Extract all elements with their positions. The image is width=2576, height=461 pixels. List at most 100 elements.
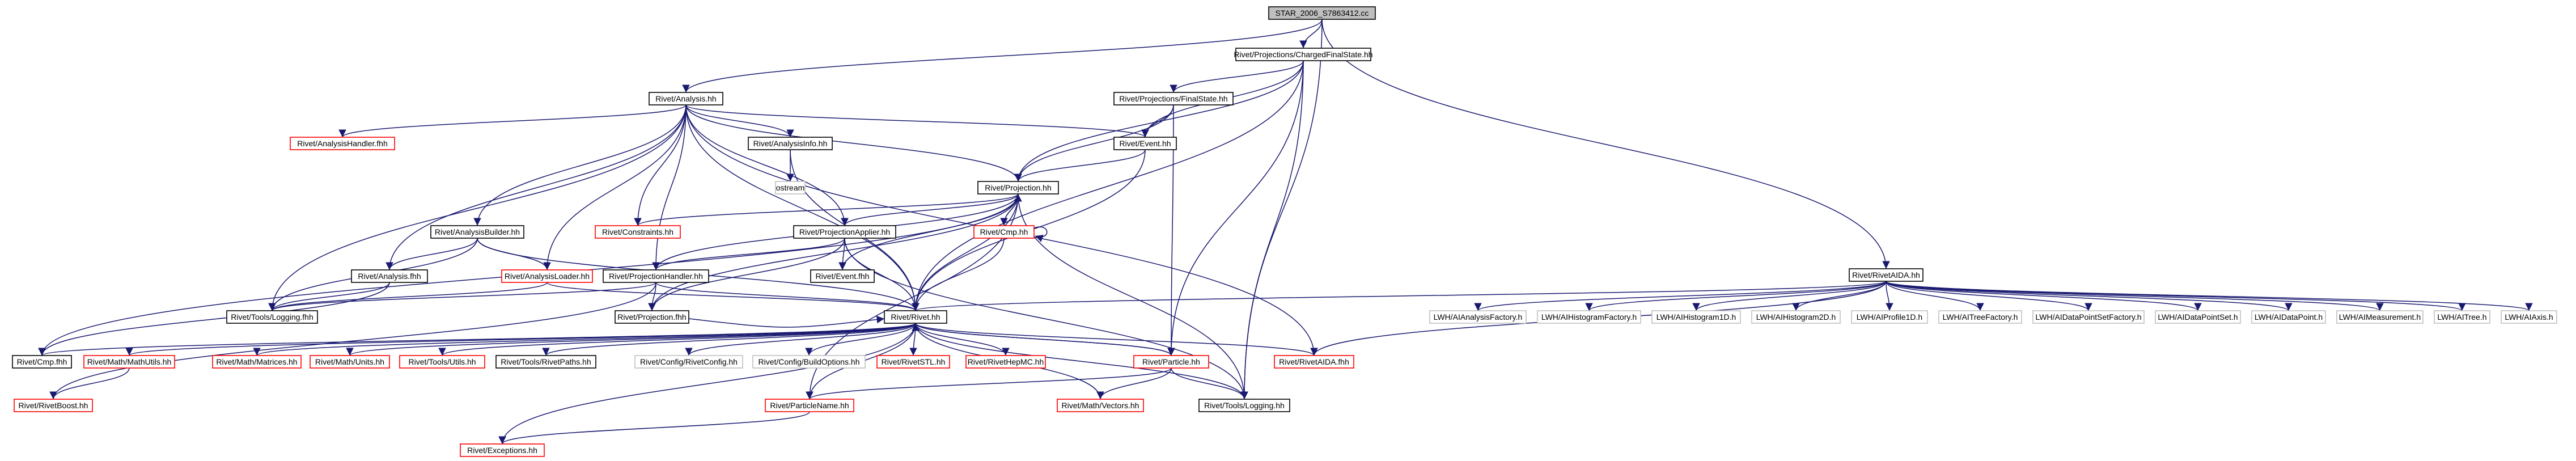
node-box <box>748 137 833 150</box>
node-box <box>765 399 854 412</box>
node-label: Rivet/Projection.fhh <box>617 312 686 322</box>
node-afhh[interactable]: Rivet/Analysis.fhh <box>351 269 428 283</box>
edge-phandler-to-rivet <box>655 282 920 311</box>
node-box <box>12 355 72 369</box>
node-ainfo[interactable]: Rivet/AnalysisInfo.hh <box>748 137 833 150</box>
edge-aida-to-lwh7 <box>1886 281 2092 311</box>
node-ahandler[interactable]: Rivet/AnalysisHandler.fhh <box>290 137 395 150</box>
edge-aida-to-lwh9 <box>1886 281 2293 311</box>
node-eventfhh[interactable]: Rivet/Event.fhh <box>810 269 875 283</box>
edge-analysis-to-ahandler <box>338 104 687 138</box>
node-box <box>2501 310 2557 324</box>
node-units[interactable]: Rivet/Math/Units.hh <box>310 355 390 369</box>
node-aloader[interactable]: Rivet/AnalysisLoader.hh <box>501 269 593 283</box>
node-label: Rivet/Constraints.hh <box>602 227 673 236</box>
node-box <box>1198 399 1290 412</box>
node-mathutils[interactable]: Rivet/Math/MathUtils.hh <box>83 355 175 369</box>
node-label: Rivet/AnalysisHandler.fhh <box>297 139 388 148</box>
edge-fs-to-event <box>1141 104 1174 138</box>
node-analysis[interactable]: Rivet/Analysis.hh <box>649 92 723 105</box>
edge-pname-to-exceptions <box>498 411 810 445</box>
node-tlogging[interactable]: Rivet/Tools/Logging.hh <box>1198 399 1290 412</box>
node-cmphh[interactable]: Rivet/Cmp.hh <box>973 225 1035 239</box>
node-label: LWH/AIHistogram2D.h <box>1756 312 1836 322</box>
edge-phandler-to-boost <box>49 282 656 400</box>
node-cfs[interactable]: Rivet/Projections/ChargedFinalState.hh <box>1234 48 1373 61</box>
node-box <box>615 310 689 324</box>
node-boost[interactable]: Rivet/RivetBoost.hh <box>14 399 93 412</box>
node-label: LWH/AIAnalysisFactory.h <box>1434 312 1523 322</box>
node-label: Rivet/RivetAIDA.hh <box>1852 270 1920 280</box>
node-label: Rivet/Math/MathUtils.hh <box>87 357 172 366</box>
node-box <box>2251 310 2326 324</box>
node-pname[interactable]: Rivet/ParticleName.hh <box>765 399 854 412</box>
node-box <box>884 310 947 324</box>
node-label: Rivet/Cmp.fhh <box>17 357 67 366</box>
edge-analysis-to-ainfo <box>685 104 794 138</box>
node-paths[interactable]: Rivet/Tools/RivetPaths.hh <box>495 355 596 369</box>
node-papplier[interactable]: Rivet/ProjectionApplier.hh <box>793 225 896 239</box>
edge-aida-to-lwh11 <box>1886 281 2466 311</box>
node-label: Rivet/RivetSTL.hh <box>882 357 946 366</box>
node-aidafhh[interactable]: Rivet/RivetAIDA.fhh <box>1274 355 1354 369</box>
edge-aloader-to-tlogfhh <box>268 282 548 311</box>
node-hepmc[interactable]: Rivet/RivetHepMC.hh <box>965 355 1046 369</box>
node-ostream: ostream <box>775 181 806 194</box>
node-projection[interactable]: Rivet/Projection.hh <box>977 181 1059 194</box>
edge-cmphh-to-rivet <box>912 238 1005 311</box>
node-label: Rivet/Cmp.hh <box>980 227 1028 236</box>
edge-aloader-to-rivet <box>546 282 920 311</box>
edge-phandler-to-tlogfhh <box>268 282 656 311</box>
edge-papplier-to-phandler <box>652 238 845 270</box>
node-label: LWH/AIMeasurement.h <box>2339 312 2421 322</box>
node-label: Rivet/Particle.hh <box>1142 357 1200 366</box>
edge-rivet-to-buildopts <box>805 323 916 356</box>
node-label: Rivet/Config/BuildOptions.hh <box>759 357 860 366</box>
node-vectors[interactable]: Rivet/Math/Vectors.hh <box>1057 399 1144 412</box>
node-layer: STAR_2006_S7863412.ccRivet/Projections/C… <box>12 6 2557 457</box>
edge-cfs-to-tlogging <box>1240 60 1304 400</box>
edge-particle-to-rivet <box>912 323 1172 356</box>
node-root[interactable]: STAR_2006_S7863412.cc <box>1268 6 1376 20</box>
edge-analysis-to-phandler <box>652 104 687 270</box>
node-box <box>1537 310 1641 324</box>
edge-layer <box>38 19 2533 445</box>
edge-root-to-analysis <box>682 19 1323 93</box>
node-phandler[interactable]: Rivet/ProjectionHandler.hh <box>603 269 709 283</box>
node-label: Rivet/Rivet.hh <box>891 312 940 322</box>
edge-cfs-to-rivet <box>912 60 1304 311</box>
node-cmpfhh[interactable]: Rivet/Cmp.fhh <box>12 355 72 369</box>
node-box <box>290 137 395 150</box>
node-projfhh[interactable]: Rivet/Projection.fhh <box>615 310 689 324</box>
node-box <box>649 92 723 105</box>
node-toolsutils[interactable]: Rivet/Tools/Utils.hh <box>399 355 485 369</box>
node-aida[interactable]: Rivet/RivetAIDA.hh <box>1849 268 1923 282</box>
node-abuilder[interactable]: Rivet/AnalysisBuilder.hh <box>430 225 524 239</box>
node-label: Rivet/Tools/Utils.hh <box>408 357 476 366</box>
edge-projfhh-to-rivet <box>688 315 885 328</box>
node-label: Rivet/Projections/ChargedFinalState.hh <box>1234 50 1372 59</box>
node-matrices[interactable]: Rivet/Math/Matrices.hh <box>212 355 302 369</box>
edge-aida-to-lwh8 <box>1886 281 2202 311</box>
node-box <box>430 225 524 239</box>
node-box <box>973 225 1035 239</box>
node-rivet[interactable]: Rivet/Rivet.hh <box>884 310 947 324</box>
node-tlogfhh[interactable]: Rivet/Tools/Logging.fhh <box>226 310 318 324</box>
node-exceptions[interactable]: Rivet/Exceptions.hh <box>460 443 545 457</box>
node-event[interactable]: Rivet/Event.hh <box>1113 137 1177 150</box>
node-label: Rivet/ProjectionHandler.hh <box>609 272 703 281</box>
edge-aida-to-lwh3 <box>1692 281 1887 311</box>
node-particle[interactable]: Rivet/Particle.hh <box>1133 355 1209 369</box>
node-lwh7: LWH/AIDataPointSetFactory.h <box>2032 310 2145 324</box>
node-constraints[interactable]: Rivet/Constraints.hh <box>595 225 681 239</box>
node-label: Rivet/Math/Matrices.hh <box>216 357 297 366</box>
edge-aida-to-lwh6 <box>1886 281 1984 311</box>
edge-particle-to-tlogging <box>1171 367 1248 400</box>
node-fs[interactable]: Rivet/Projections/FinalState.hh <box>1113 92 1234 105</box>
node-label: LWH/AIDataPoint.h <box>2255 312 2323 322</box>
node-box <box>2155 310 2241 324</box>
node-stl[interactable]: Rivet/RivetSTL.hh <box>876 355 950 369</box>
edge-cfs-to-particle <box>1167 60 1304 356</box>
edge-root-to-cfs <box>1299 19 1323 49</box>
